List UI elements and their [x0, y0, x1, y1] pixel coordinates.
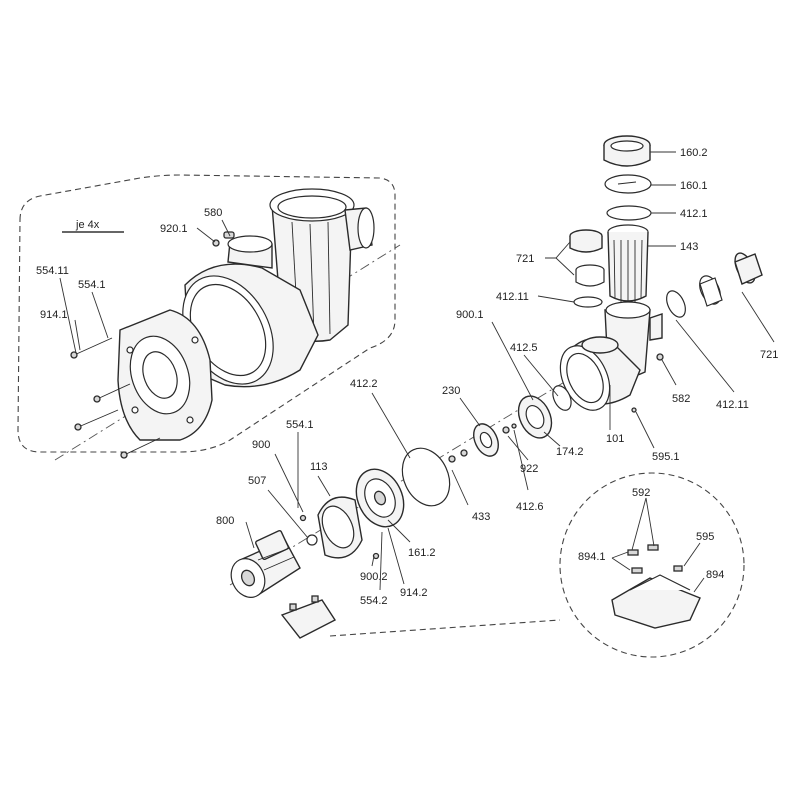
detail-circle-foot: [559, 472, 745, 658]
motor-flange-upper: [70, 309, 213, 459]
label-174-2: 174.2: [556, 446, 584, 458]
label-580: 580: [204, 207, 222, 219]
label-412-11-left: 412.11: [496, 291, 529, 303]
label-721-upper: 721: [516, 253, 534, 265]
seal-plate-161-2: [355, 468, 405, 528]
diffuser-174-2: [517, 385, 572, 439]
label-721-right: 721: [760, 349, 778, 361]
union-right: [666, 252, 763, 318]
label-230: 230: [442, 385, 460, 397]
label-900-2: 900.2: [360, 571, 388, 583]
label-595-1: 595.1: [652, 451, 680, 463]
leader-lines: [59, 151, 775, 593]
deflector-507: [306, 534, 318, 546]
base-foot-detail: [611, 544, 701, 629]
strainer-lid-assembly: [603, 135, 652, 303]
motor-800: [230, 529, 301, 598]
label-101: 101: [606, 433, 624, 445]
label-412-6: 412.6: [516, 501, 544, 513]
label-592: 592: [632, 487, 650, 499]
pump-casing-101: [559, 301, 664, 413]
label-412-5: 412.5: [510, 342, 538, 354]
base-foot-lower: [280, 595, 337, 639]
detail-region-connector: [329, 619, 561, 637]
impeller-230: [473, 423, 517, 457]
label-582: 582: [672, 393, 690, 405]
part-labels: 160.2 160.1 412.1 143 721 721 412.11 412…: [36, 147, 778, 607]
label-554-2: 554.2: [360, 595, 388, 607]
label-113: 113: [310, 461, 328, 473]
label-161-2: 161.2: [408, 547, 436, 559]
label-412-1: 412.1: [680, 208, 708, 220]
label-900: 900: [252, 439, 270, 451]
label-143: 143: [680, 241, 698, 253]
label-433: 433: [472, 511, 490, 523]
label-920-1: 920.1: [160, 223, 188, 235]
label-je-4x: je 4x: [75, 219, 100, 231]
label-914-1: 914.1: [40, 309, 68, 321]
label-800: 800: [216, 515, 234, 527]
detail-region-upper-left: [17, 174, 396, 453]
union-left-upper: [569, 229, 605, 308]
label-412-2: 412.2: [350, 378, 378, 390]
label-922: 922: [520, 463, 538, 475]
label-554-1-upper: 554.1: [78, 279, 106, 291]
label-507: 507: [248, 475, 266, 487]
label-894: 894: [706, 569, 724, 581]
label-160-1: 160.1: [680, 180, 708, 192]
label-554-1-mid: 554.1: [286, 419, 314, 431]
label-412-11-right: 412.11: [716, 399, 749, 411]
label-900-1: 900.1: [456, 309, 484, 321]
label-914-2: 914.2: [400, 587, 428, 599]
label-595: 595: [696, 531, 714, 543]
adapter-113: [299, 496, 380, 560]
o-ring-412-2: [401, 447, 451, 507]
label-554-11: 554.11: [36, 265, 69, 277]
label-160-2: 160.2: [680, 147, 708, 159]
label-894-1: 894.1: [578, 551, 606, 563]
